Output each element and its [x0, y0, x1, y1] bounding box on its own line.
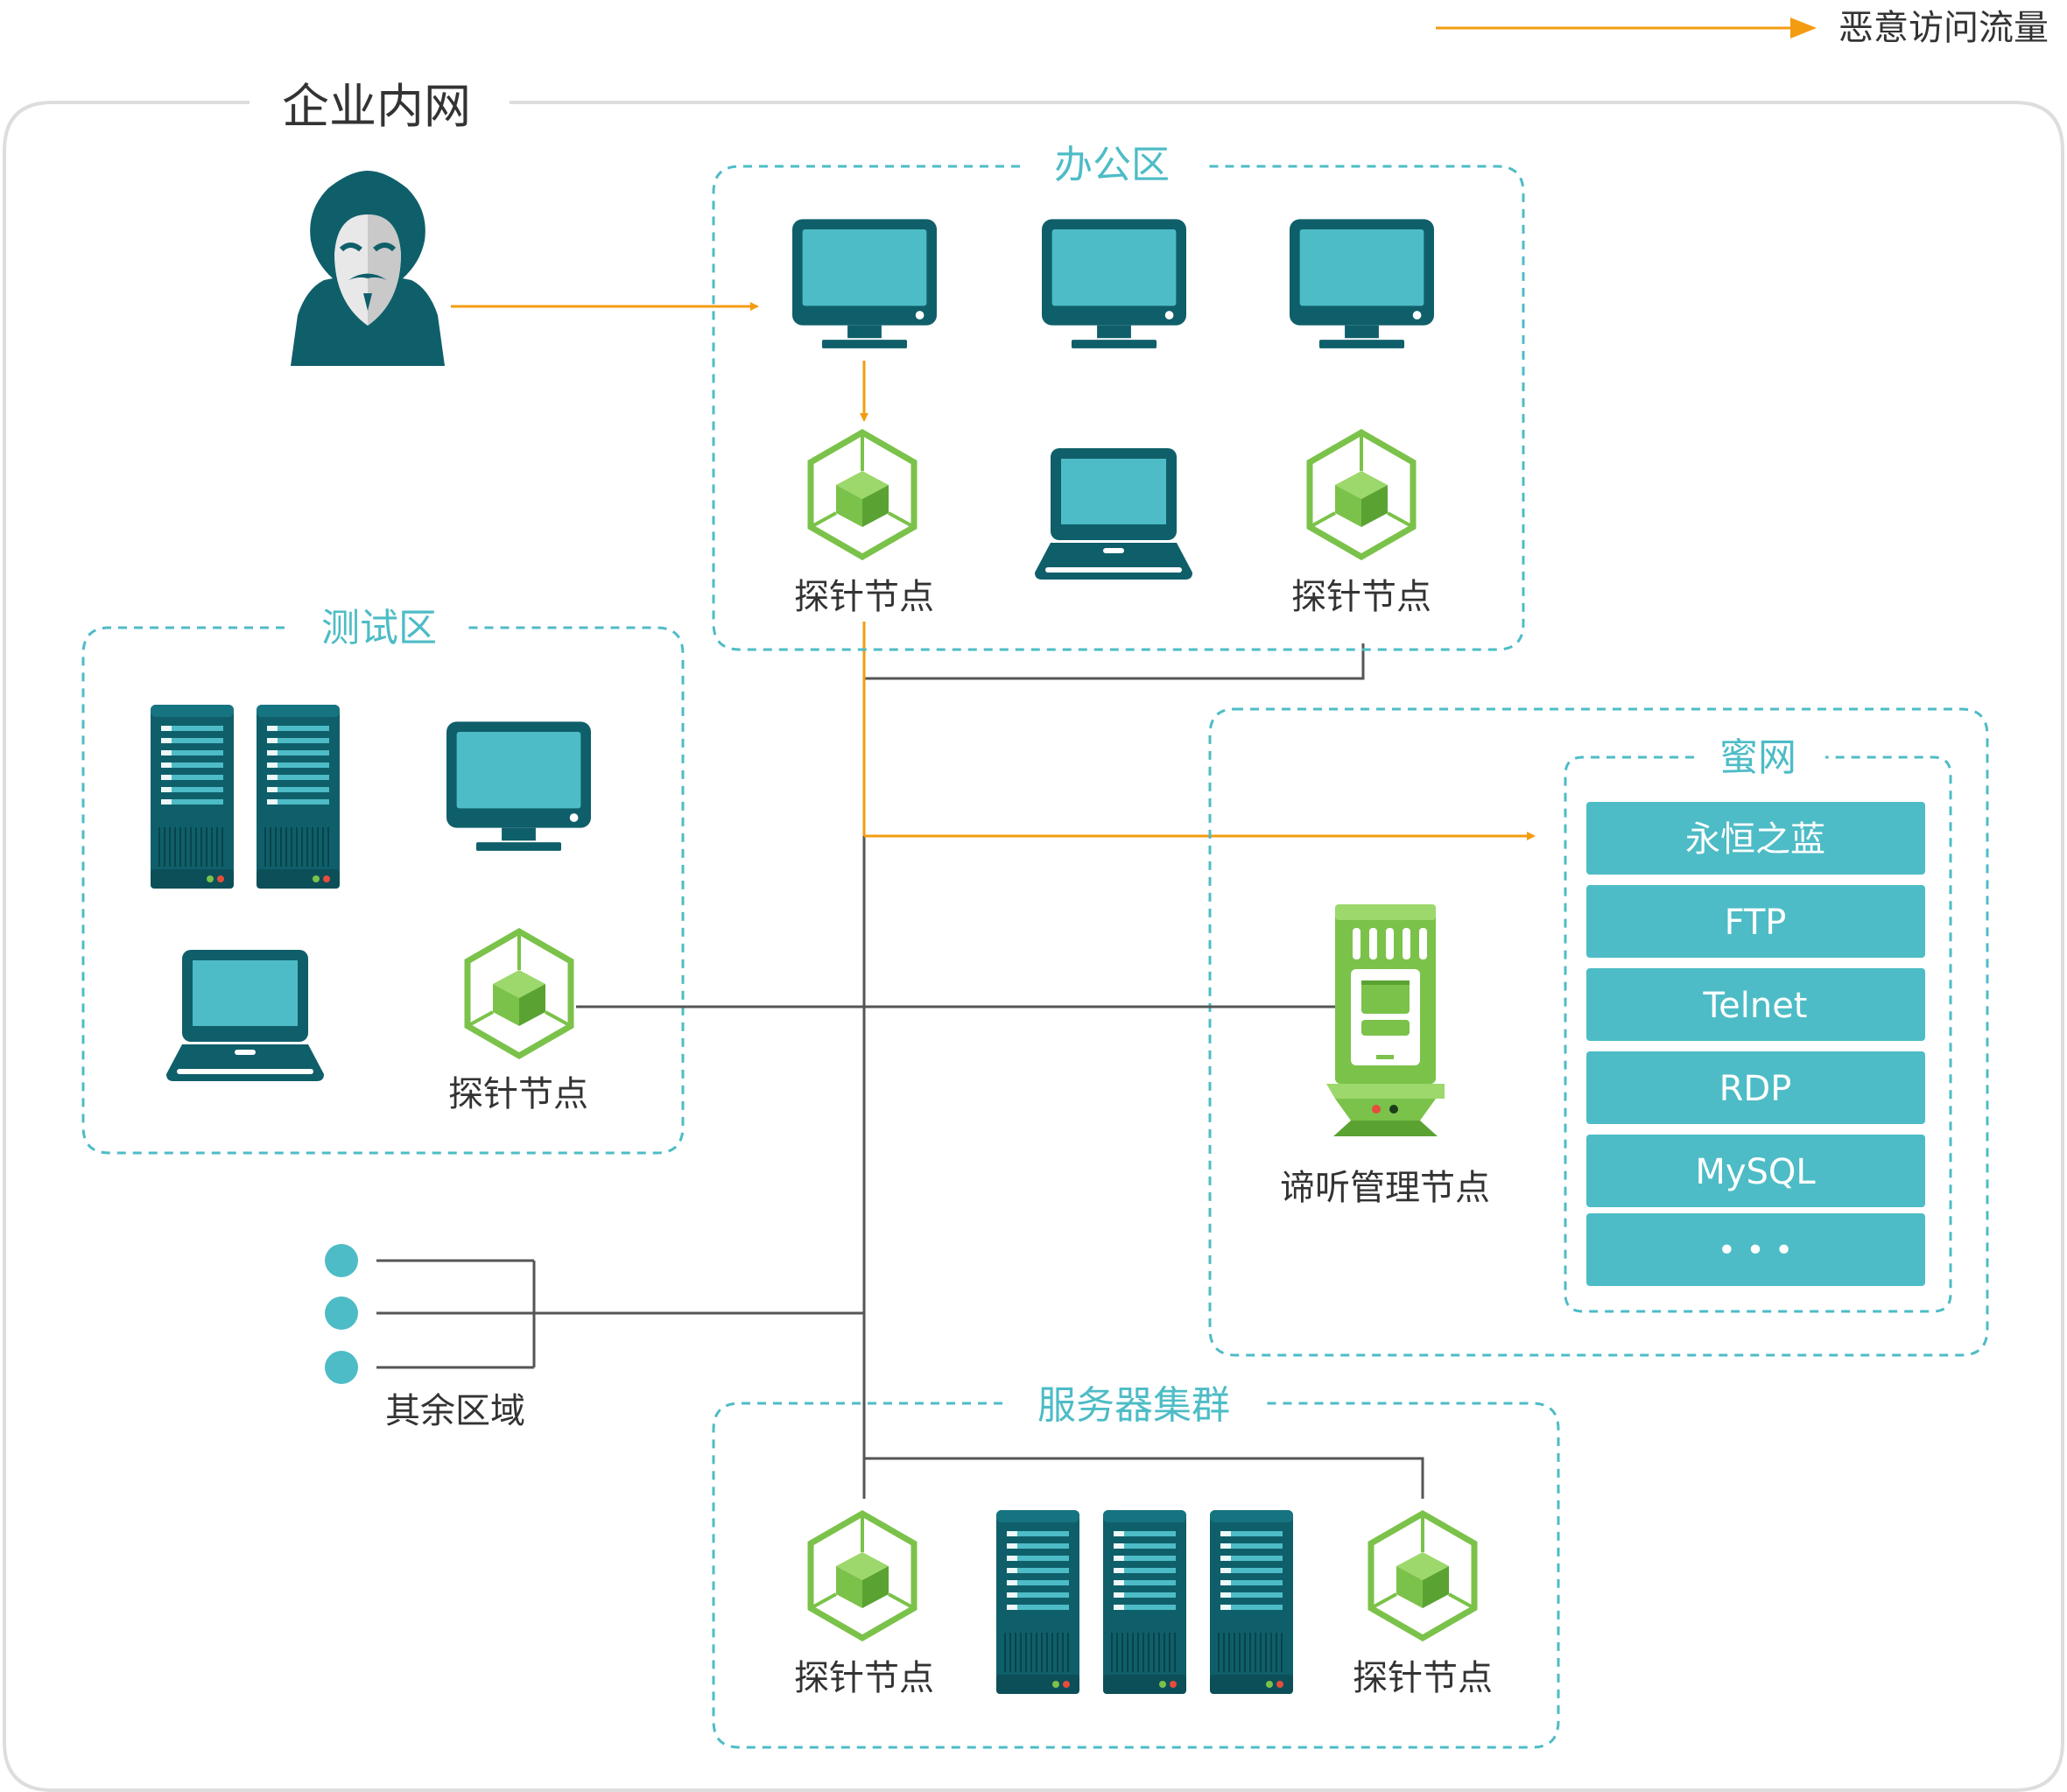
office-monitor-2-icon	[1042, 219, 1186, 348]
honeypot-service-list: 永恒之蓝 FTP Telnet RDP MySQL • • •	[1586, 802, 1925, 1286]
honeypot-service-more	[1586, 1213, 1925, 1286]
office-monitor-1-icon	[792, 219, 937, 348]
cluster-server-1-icon	[996, 1510, 1079, 1694]
honeypot-service-eternalblue	[1586, 802, 1925, 875]
honeypot-service-eternalblue-label: 永恒之蓝	[1685, 819, 1825, 860]
cluster-probe-2-label: 探针节点	[1353, 1658, 1493, 1698]
honeypot-zone-outer-frame	[1208, 707, 1989, 1357]
intranet-title: 企业内网	[282, 79, 471, 134]
other-zone-dot-3-icon	[325, 1351, 358, 1384]
honeypot-service-telnet-label: Telnet	[1702, 986, 1807, 1026]
cluster-probe-2-icon	[1371, 1514, 1474, 1638]
legend-label: 恶意访问流量	[1839, 8, 2049, 48]
office-probe-2-label: 探针节点	[1291, 577, 1431, 617]
other-zones-label: 其余区域	[385, 1391, 525, 1431]
test-monitor-icon	[446, 721, 591, 851]
honeypot-service-ftp	[1586, 885, 1925, 958]
honeypot-service-telnet	[1586, 968, 1925, 1041]
office-probe-1-icon	[811, 432, 914, 557]
honeypot-service-rdp	[1586, 1051, 1925, 1124]
manager-node-label: 谛听管理节点	[1280, 1168, 1490, 1208]
office-probe-1-label: 探针节点	[794, 577, 934, 617]
cluster-probe-1-icon	[811, 1514, 914, 1638]
honeypot-zone-inner-frame	[1564, 755, 1952, 1313]
attacker-icon	[291, 171, 445, 366]
office-zone-frame	[712, 165, 1525, 651]
server-cluster-zone-title: 服务器集群	[1037, 1383, 1230, 1428]
cluster-probe-1-label: 探针节点	[794, 1658, 934, 1698]
honeypot-service-rdp-label: RDP	[1719, 1069, 1792, 1109]
office-zone-title: 办公区	[1054, 143, 1170, 187]
intranet-frame	[3, 101, 2064, 1792]
malicious-traffic	[451, 302, 1536, 840]
office-probe-2-icon	[1310, 432, 1413, 557]
cluster-server-2-icon	[1103, 1510, 1186, 1694]
honeypot-service-mysql	[1586, 1135, 1925, 1207]
test-laptop-icon	[166, 950, 324, 1081]
test-server-1-icon	[151, 705, 234, 889]
test-zone-title: 测试区	[321, 606, 437, 650]
test-probe-icon	[468, 931, 571, 1056]
office-monitor-3-icon	[1290, 219, 1434, 348]
honeypot-service-more-label: • • •	[1718, 1233, 1794, 1268]
legend-arrow-icon	[1790, 18, 1817, 39]
test-server-2-icon	[257, 705, 340, 889]
server-cluster-zone-frame	[712, 1402, 1560, 1749]
office-laptop-icon	[1035, 448, 1192, 580]
cluster-server-3-icon	[1210, 1510, 1293, 1694]
honeypot-service-mysql-label: MySQL	[1695, 1152, 1816, 1192]
manager-node-icon	[1326, 904, 1445, 1136]
other-zone-dot-1-icon	[325, 1244, 358, 1277]
test-probe-label: 探针节点	[448, 1074, 588, 1114]
other-zone-dot-2-icon	[325, 1297, 358, 1330]
honeypot-zone-title: 蜜网	[1719, 735, 1796, 780]
honeypot-service-ftp-label: FTP	[1725, 903, 1787, 943]
